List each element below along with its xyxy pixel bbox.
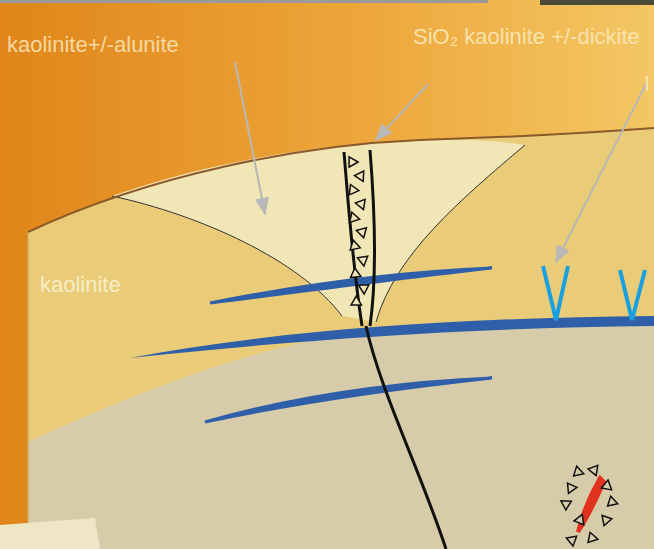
breccia-fragment (349, 157, 358, 167)
breccia-fragments (561, 465, 618, 546)
breccia-wall (370, 150, 375, 326)
breccia-fragment (588, 465, 598, 475)
breccia-fragment (350, 212, 360, 222)
fault (366, 326, 446, 549)
ground-surface (28, 128, 654, 232)
breccia-fragment (588, 532, 598, 542)
breccia-fragment (350, 240, 360, 250)
breccia-fragment (356, 228, 366, 238)
breccia-fragment (351, 296, 361, 305)
breccia-fragment (574, 514, 584, 524)
breccia-fragment (561, 501, 571, 510)
lower-zone (0, 518, 100, 549)
zone-label: kaolinite+/-alunite (7, 31, 337, 59)
kaolinite-alunite-zone (112, 140, 525, 322)
kaolinite-zone (28, 128, 654, 442)
aquifer-lens (210, 268, 492, 303)
leader-line (556, 84, 646, 262)
breccia-fragment (359, 285, 369, 294)
top-bar (540, 0, 654, 5)
leader-line (235, 62, 265, 214)
top-bar (0, 0, 488, 3)
host-rock (28, 128, 654, 549)
breccia-fragment (602, 515, 612, 525)
zone-label: SiO₂ kaolinite +/-dickite (413, 23, 654, 51)
breccia-fragment (608, 496, 618, 506)
zone-boundary (112, 196, 342, 316)
breccia-fragment (568, 483, 577, 493)
water-symbol (543, 266, 568, 320)
breccia-fragment (566, 536, 576, 546)
zone-boundary (376, 145, 525, 322)
zone-label: kaolinite (40, 271, 220, 299)
water-table (130, 316, 654, 358)
breccia-fragment (351, 268, 361, 277)
water-symbol (620, 270, 645, 320)
aquifer-lens (205, 378, 492, 422)
breccia-fragment (574, 466, 584, 476)
breccia-fragment (355, 199, 365, 209)
leader-line (376, 84, 428, 140)
breccia-fragment (357, 256, 367, 266)
breccia-fragments (349, 157, 369, 305)
breccia-fragment (349, 185, 358, 195)
breccia-fragment (601, 480, 611, 490)
section-edge (28, 232, 29, 549)
zone-label: I (644, 70, 654, 98)
breccia-fragment (354, 171, 363, 181)
